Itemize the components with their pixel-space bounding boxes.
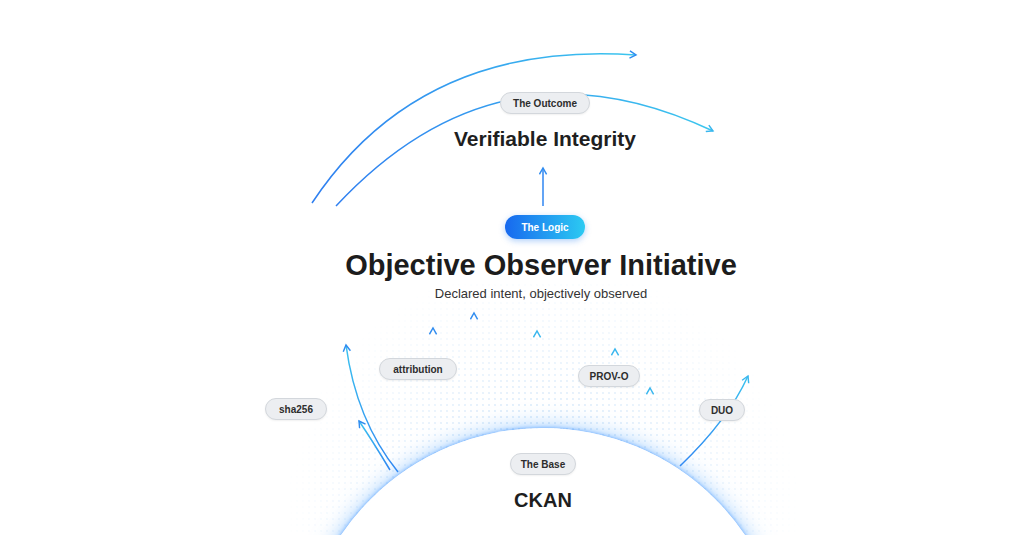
tier-pill: The Outcome (500, 92, 590, 114)
pill-text: The Outcome (513, 98, 577, 109)
base-dome: CKAN The Base (299, 428, 787, 535)
pill-text: attribution (393, 364, 442, 375)
outcome-title: Verifiable Integrity (454, 127, 636, 151)
tier-pill: The Logic (505, 215, 585, 239)
logic-title: Objective Observer Initiative (345, 249, 737, 282)
logic-subtitle: Declared intent, objectively observed (435, 286, 647, 301)
pill-text: PROV-O (590, 371, 629, 382)
pill-text: The Logic (521, 222, 568, 233)
tag-pill: PROV-O (578, 365, 640, 387)
tag-pill: sha256 (265, 398, 327, 420)
pill-text: sha256 (279, 404, 313, 415)
base-name: CKAN (514, 489, 572, 512)
tier-pill: The Base (510, 453, 576, 475)
pill-text: The Base (521, 459, 565, 470)
tag-pill: attribution (379, 358, 457, 380)
tag-pill: DUO (699, 399, 745, 421)
pill-text: DUO (711, 405, 733, 416)
